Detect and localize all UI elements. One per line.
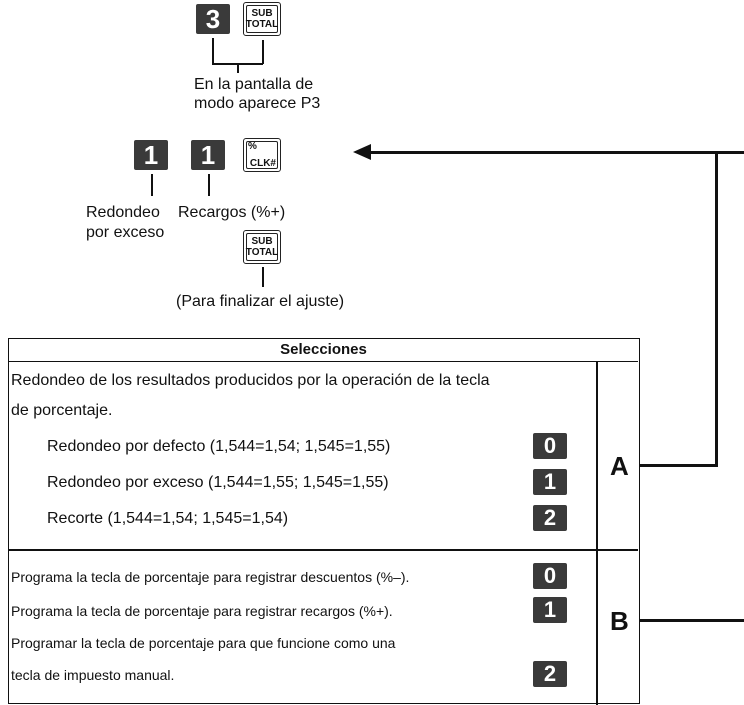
section-a-letter: A — [610, 451, 629, 481]
option-a-0-label: Redondeo por defecto (1,544=1,54; 1,545=… — [47, 438, 391, 455]
option-b-2-key: 2 — [533, 661, 567, 687]
key-1-second: 1 — [191, 140, 225, 170]
finish-caption: (Para finalizar el ajuste) — [176, 293, 345, 310]
option-b-0-key: 0 — [533, 563, 567, 589]
loop-line-a — [715, 151, 718, 467]
key-1-first: 1 — [134, 140, 168, 170]
column-divider — [596, 362, 598, 705]
pointer-line — [151, 174, 153, 196]
option-a-1-label: Redondeo por exceso (1,544=1,55; 1,545=1… — [47, 474, 389, 491]
option-a-2-key: 2 — [533, 505, 567, 531]
option-a-0-key: 0 — [533, 433, 567, 459]
loop-line-a-horizontal — [640, 464, 718, 467]
section-a-intro-2: de porcentaje. — [11, 402, 113, 419]
connector-line — [212, 38, 214, 64]
option-b-0-label: Programa la tecla de porcentaje para reg… — [11, 569, 410, 585]
pointer-line — [208, 174, 210, 196]
connector-line — [262, 40, 264, 64]
option-a-2-label: Recorte (1,544=1,54; 1,545=1,54) — [47, 510, 289, 527]
label-surcharge: Recargos (%+) — [178, 204, 286, 221]
loop-line-b-horizontal — [640, 619, 744, 622]
arrow-head-icon — [353, 144, 371, 160]
percent-clk-key: % CLK# — [243, 138, 281, 172]
caption-line-2: modo aparece P3 — [194, 95, 321, 112]
section-a-intro-1: Redondeo de los resultados producidos po… — [11, 372, 490, 389]
loop-line — [368, 151, 744, 154]
option-a-1-key: 1 — [533, 469, 567, 495]
section-divider — [9, 549, 638, 551]
pointer-line — [262, 267, 264, 287]
connector-line — [237, 63, 239, 73]
option-b-2-label-2: tecla de impuesto manual. — [11, 667, 175, 683]
selections-table: Selecciones Redondeo de los resultados p… — [8, 338, 640, 705]
label-round-up-2: por exceso — [86, 224, 165, 241]
section-b-letter: B — [610, 606, 629, 636]
option-b-1-key: 1 — [533, 597, 567, 623]
table-header: Selecciones — [9, 339, 638, 362]
option-b-2-label-1: Programar la tecla de porcentaje para qu… — [11, 635, 396, 651]
caption-line-1: En la pantalla de — [194, 76, 314, 93]
option-b-1-label: Programa la tecla de porcentaje para reg… — [11, 603, 393, 619]
label-round-up-1: Redondeo — [86, 204, 160, 221]
key-3: 3 — [196, 4, 230, 34]
